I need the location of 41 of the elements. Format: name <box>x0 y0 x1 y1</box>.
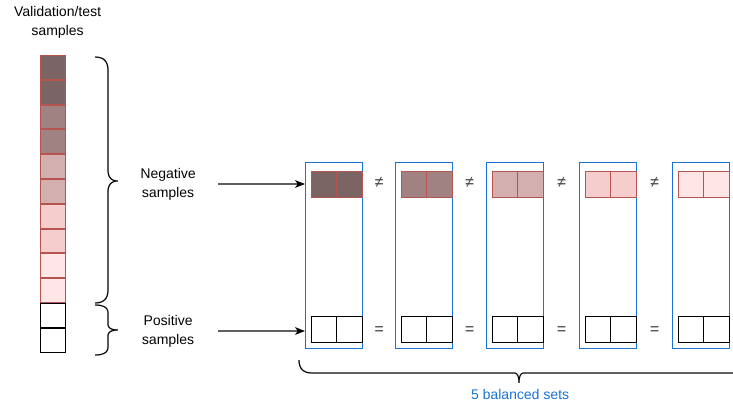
sample-pair <box>401 171 453 198</box>
brace-caption: 5 balanced sets <box>470 385 570 404</box>
group-label: Negative samples <box>118 164 218 204</box>
not-equal-sign: ≠ <box>649 173 660 192</box>
sample-pair <box>585 171 637 198</box>
sample-cell <box>40 55 66 80</box>
sample-cell <box>40 104 66 130</box>
sample-cell <box>40 204 66 229</box>
sample-cell <box>40 278 66 303</box>
not-equal-sign: ≠ <box>374 173 384 192</box>
sample-cell <box>40 228 66 254</box>
sample-cell <box>40 253 66 278</box>
not-equal-sign: ≠ <box>556 173 567 192</box>
not-equal-sign: ≠ <box>464 173 475 192</box>
sample-pair <box>585 316 637 343</box>
equal-sign: = <box>464 320 476 339</box>
sample-pair <box>678 171 730 198</box>
equal-sign: = <box>373 320 385 339</box>
sample-pair <box>678 316 730 343</box>
balanced-set-box <box>395 162 453 349</box>
arrow <box>218 326 306 336</box>
balanced-set-box <box>486 162 544 349</box>
balanced-set-box <box>579 162 637 349</box>
column-heading: Validation/test samples <box>13 2 102 40</box>
sample-cell <box>40 179 66 204</box>
sample-cell <box>40 303 66 328</box>
equal-sign: = <box>556 320 568 339</box>
sample-cell <box>40 129 66 154</box>
group-label: Positive samples <box>118 311 218 351</box>
sample-pair <box>311 316 363 343</box>
arrow <box>218 180 306 188</box>
sample-cell <box>40 328 66 353</box>
equal-sign: = <box>648 320 660 339</box>
balanced-set-box <box>672 162 730 349</box>
sample-pair <box>401 316 453 343</box>
balanced-set-box <box>305 162 363 349</box>
sample-pair <box>492 171 544 198</box>
sample-pair <box>492 316 544 343</box>
sample-pair <box>311 171 363 198</box>
sample-cell <box>40 80 66 105</box>
sample-cell <box>40 154 66 179</box>
